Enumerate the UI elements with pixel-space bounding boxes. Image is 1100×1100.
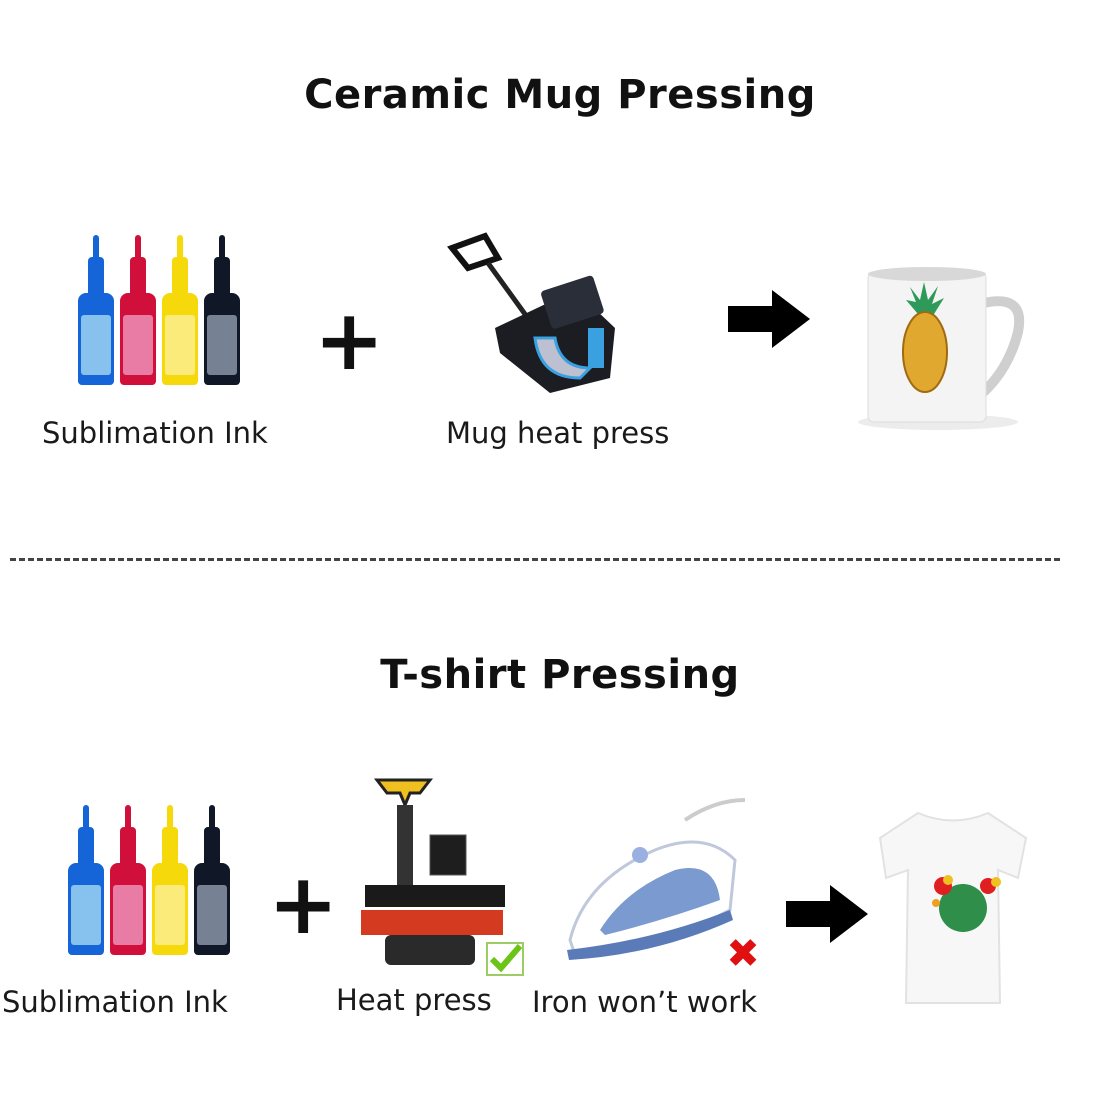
label-mug-heat-press: Mug heat press: [446, 416, 670, 450]
arrow-right-icon: [728, 290, 812, 348]
label-sublimation-ink: Sublimation Ink: [42, 416, 268, 450]
printed-tshirt-icon: [878, 808, 1028, 1008]
mug-heat-press-icon: [440, 228, 640, 398]
plus-icon: +: [268, 855, 339, 953]
heat-press-icon: [355, 775, 525, 975]
steam-iron-icon: [565, 790, 755, 965]
check-icon: [486, 942, 524, 976]
x-icon: ✖: [726, 931, 760, 977]
arrow-right-icon: [786, 885, 870, 943]
label-sublimation-ink-2: Sublimation Ink: [2, 985, 228, 1019]
printed-mug-icon: [858, 262, 1038, 432]
section-title-mug: Ceramic Mug Pressing: [304, 72, 816, 118]
ink-bottles-icon: [68, 805, 230, 955]
plus-icon: +: [314, 291, 385, 389]
section-divider: [10, 558, 1060, 561]
section-title-tshirt: T-shirt Pressing: [380, 652, 740, 698]
ink-bottles-icon: [78, 235, 240, 385]
label-iron-wont-work: Iron won’t work: [532, 985, 758, 1019]
label-heat-press: Heat press: [336, 983, 492, 1017]
